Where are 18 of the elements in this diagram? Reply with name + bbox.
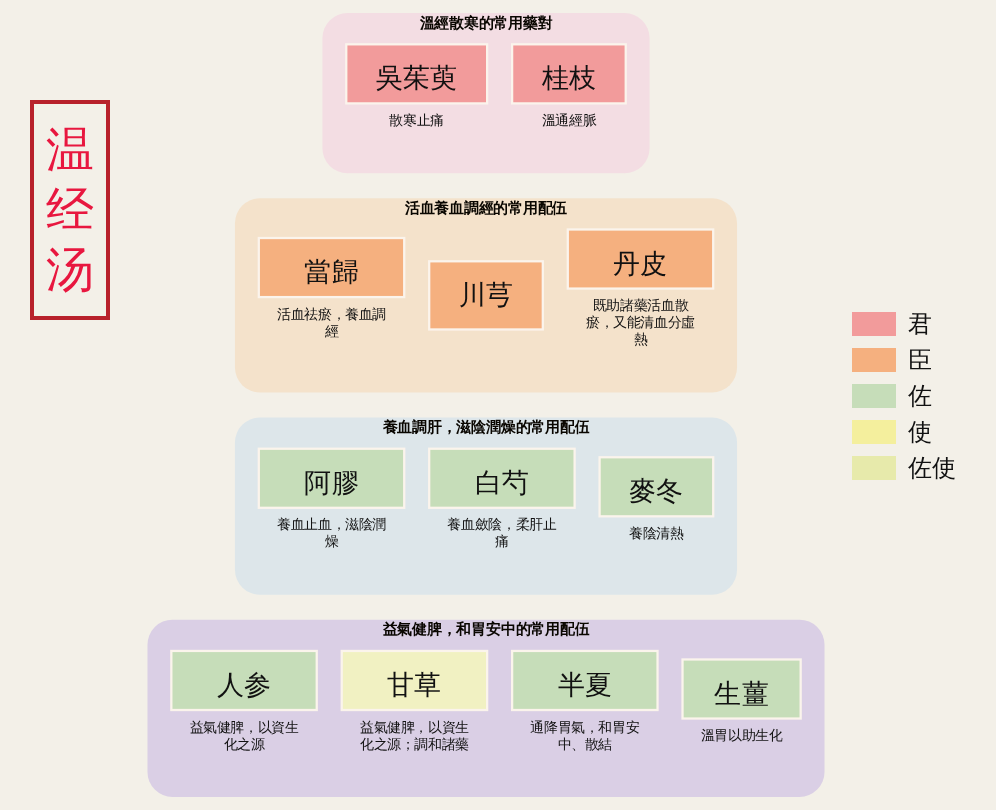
node-box: 丹皮 — [566, 228, 715, 290]
legend-label: 使 — [908, 418, 932, 446]
legend-label: 君 — [908, 310, 932, 338]
node-box: 人参 — [170, 649, 318, 712]
node-box: 生薑 — [681, 658, 802, 720]
legend-label: 臣 — [908, 346, 932, 374]
title: 温经汤 — [30, 100, 110, 320]
node-box: 川芎 — [428, 260, 544, 331]
node-box: 桂枝 — [511, 43, 627, 105]
node-box: 吳茱萸 — [345, 43, 489, 105]
legend-label: 佐使 — [908, 454, 956, 482]
legend-label: 佐 — [908, 382, 932, 410]
node-box: 甘草 — [340, 649, 489, 712]
node-box: 阿膠 — [257, 447, 406, 509]
node-box: 當歸 — [257, 236, 406, 299]
node-box: 白芍 — [428, 447, 576, 509]
node-box: 半夏 — [511, 649, 659, 712]
node-box: 麥冬 — [598, 456, 715, 518]
